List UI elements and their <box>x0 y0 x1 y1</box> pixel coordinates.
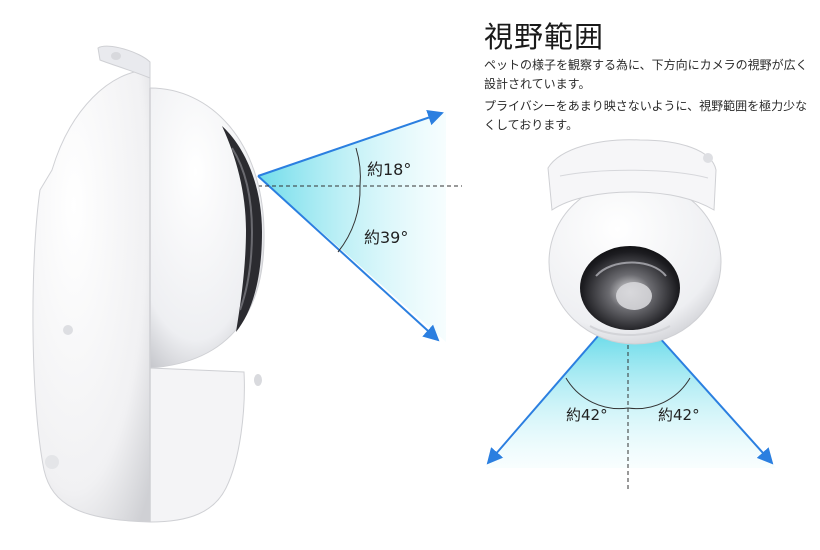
camera-side-view <box>32 45 265 523</box>
description-paragraph-2: プライバシーをあまり映さないように、視野範囲を極力少なくしております。 <box>484 99 808 132</box>
upper-fov-arrow <box>257 109 444 177</box>
right-fov-arrow <box>657 335 774 465</box>
lower-angle-arc <box>337 185 361 253</box>
camera-front-view <box>547 139 722 345</box>
left-angle-label: 約42° <box>566 406 608 424</box>
description-paragraph-1: ペットの様子を観察する為に、下方向にカメラの視野が広く設計されています。 <box>484 58 808 91</box>
lower-angle-label: 約39° <box>364 228 409 247</box>
left-angle-arc <box>565 377 629 410</box>
upper-angle-label: 約18° <box>367 160 412 179</box>
upper-angle-arc <box>355 147 361 187</box>
front-view-cone <box>486 335 776 492</box>
side-view-cone <box>257 109 462 342</box>
right-angle-label: 約42° <box>658 406 700 424</box>
left-fov-arrow <box>486 335 599 465</box>
section-title: 視野範囲 <box>484 20 605 54</box>
lower-fov-arrow <box>257 175 440 342</box>
right-angle-arc <box>627 377 691 410</box>
